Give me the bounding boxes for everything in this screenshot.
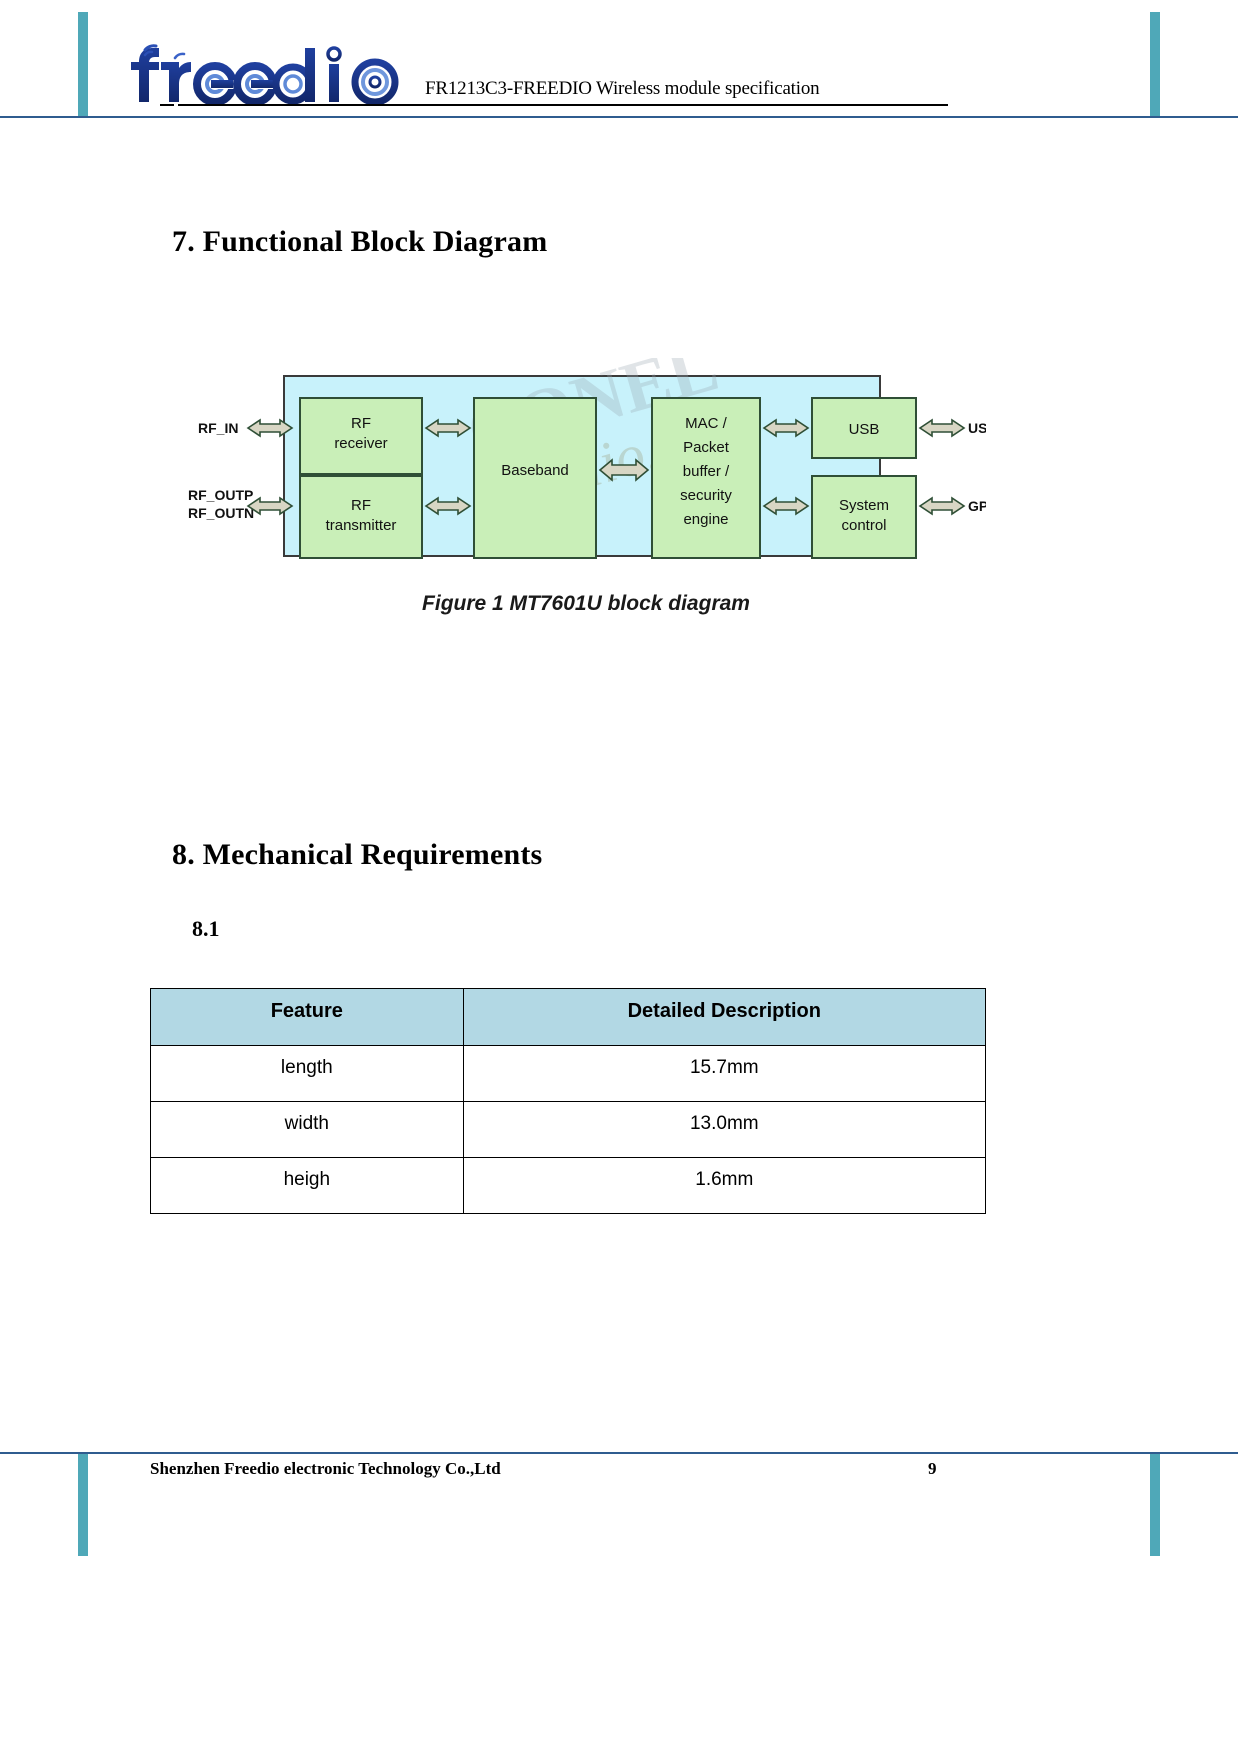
svg-text:engine: engine [683,511,728,528]
header-divider [0,116,1238,118]
footer-page-number: 9 [928,1459,937,1478]
svg-text:receiver: receiver [334,435,387,452]
svg-text:USB: USB [968,420,986,436]
mechanical-requirements-table: Feature Detailed Description length 15.7… [150,988,987,1214]
svg-text:security: security [680,487,732,504]
header-title-rule [178,104,948,106]
footer-company: Shenzhen Freedio electronic Technology C… [150,1459,501,1478]
block-diagram-figure: .blk { fill:#c9efb8; stroke:#2f4f36; str… [186,358,986,658]
svg-text:Figure 1 MT7601U block diagram: Figure 1 MT7601U block diagram [422,592,750,615]
svg-text:Baseband: Baseband [501,462,569,479]
table-header-row: Feature Detailed Description [150,988,987,1046]
footer-divider [0,1452,1238,1454]
column-header-detailed-description: Detailed Description [462,988,987,1046]
svg-text:USB: USB [849,421,880,438]
heading-mechanical-requirements: 8. Mechanical Requirements [172,838,543,871]
svg-text:control: control [841,517,886,534]
freedio-wave-logo-icon [125,44,425,106]
cell-feature: heigh [150,1157,464,1214]
table-row: width 13.0mm [150,1101,987,1158]
svg-text:RF: RF [351,415,371,432]
margin-mark-top-right [1150,12,1160,116]
svg-text:RF_IN: RF_IN [198,420,238,436]
cell-description: 15.7mm [462,1045,987,1102]
cell-description: 13.0mm [462,1101,987,1158]
cell-feature: length [150,1045,464,1102]
svg-text:GPIO/LI: GPIO/LI [968,498,986,514]
svg-text:System: System [839,497,889,514]
svg-text:transmitter: transmitter [326,517,397,534]
heading-functional-block-diagram: 7. Functional Block Diagram [172,225,548,258]
cell-feature: width [150,1101,464,1158]
heading-section-8-1: 8.1 [192,916,220,941]
page-header: FR1213C3-FREEDIO Wireless module specifi… [0,0,1238,116]
svg-text:Packet: Packet [683,439,730,456]
svg-text:MAC /: MAC / [685,415,728,432]
margin-mark-top-left [78,12,88,116]
table-row: heigh 1.6mm [150,1157,987,1214]
margin-mark-bottom-right [1150,1452,1160,1556]
svg-text:RF_OUTP: RF_OUTP [188,487,253,503]
column-header-feature: Feature [150,988,464,1046]
svg-text:buffer /: buffer / [683,463,730,480]
header-title-rule-stub [160,104,174,106]
cell-description: 1.6mm [462,1157,987,1214]
margin-mark-bottom-left [78,1452,88,1556]
svg-text:RF: RF [351,497,371,514]
header-title: FR1213C3-FREEDIO Wireless module specifi… [425,78,820,99]
table-row: length 15.7mm [150,1045,987,1102]
svg-text:RF_OUTN: RF_OUTN [188,505,254,521]
